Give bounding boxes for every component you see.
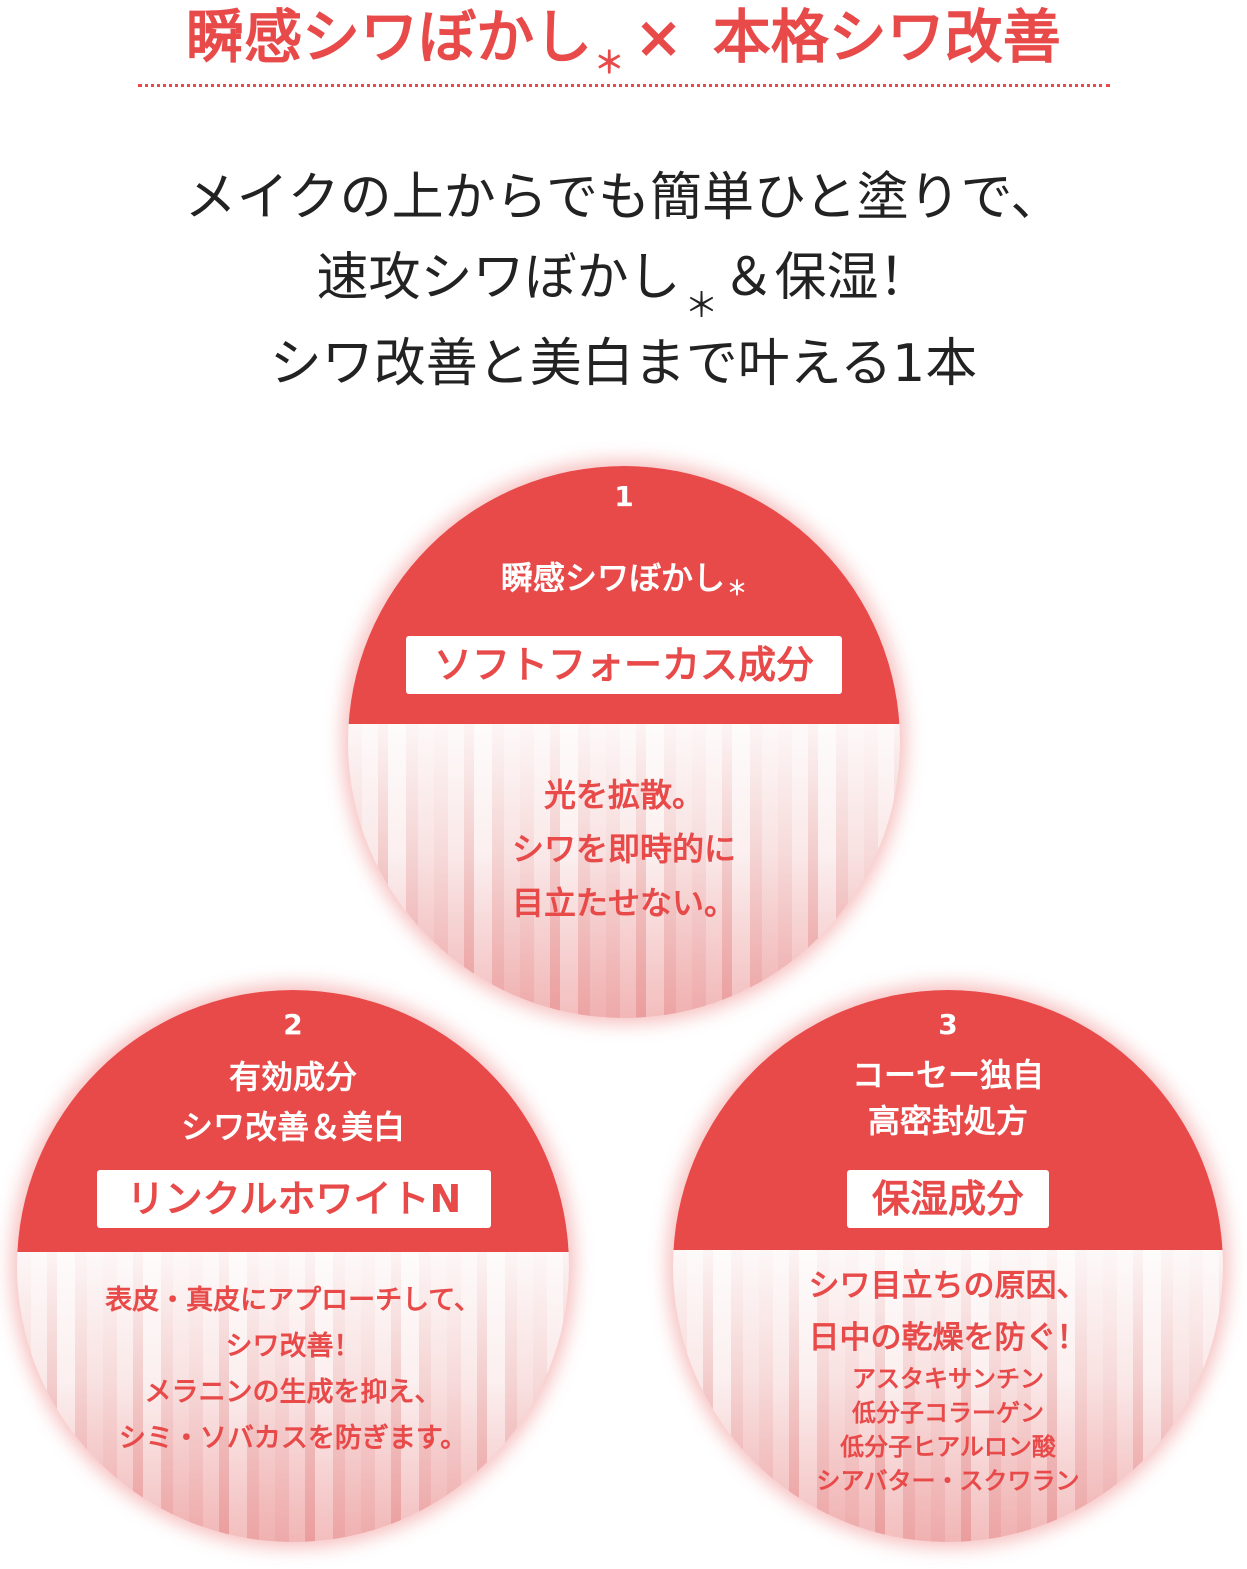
feature-3-desc-line: 日中の乾燥を防ぐ！ — [808, 1320, 1088, 1356]
feature-2-stripes — [17, 1252, 569, 1542]
ingredient-item: 低分子ヒアルロン酸 — [840, 1433, 1056, 1461]
feature-3-label: 保湿成分 — [847, 1170, 1049, 1228]
intro-line-2b: ＆保湿！ — [722, 248, 931, 308]
feature-circle-2: 2 有効成分 シワ改善＆美白 リンクルホワイトN 表皮・真皮にアプローチして、 … — [17, 990, 569, 1542]
intro-line-1: メイクの上からでも簡単ひと塗りで、 — [184, 168, 1063, 228]
intro-asterisk: ＊ — [684, 286, 719, 326]
intro-copy: メイクの上からでも簡単ひと塗りで、 速攻シワぼかし＊＆保湿！ シワ改善と美白まで… — [0, 158, 1247, 404]
intro-line-2a: 速攻シワぼかし — [316, 248, 681, 308]
headline-asterisk: ＊ — [594, 46, 625, 81]
feature-3-stripes — [673, 1250, 1223, 1542]
feature-3-title: コーセー独自 高密封処方 — [673, 1052, 1223, 1144]
feature-1-number: 1 — [614, 480, 634, 513]
headline-part1: 瞬感シワぼかし — [186, 3, 593, 71]
feature-1-description: 光を拡散。 シワを即時的に 目立たせない。 — [348, 768, 900, 930]
ingredient-item: シアバター・スクワラン — [816, 1467, 1080, 1495]
feature-3-desc-line: シワ目立ちの原因、 — [808, 1268, 1088, 1304]
feature-2-desc-line: 表皮・真皮にアプローチして、 — [105, 1285, 481, 1316]
feature-2-desc-line: シミ・ソバカスを防ぎます。 — [118, 1423, 468, 1454]
ingredient-item: アスタキサンチン — [852, 1365, 1044, 1393]
intro-line-3: シワ改善と美白まで叶える1本 — [269, 334, 978, 394]
feature-circle-3: 3 コーセー独自 高密封処方 保湿成分 シワ目立ちの原因、 日中の乾燥を防ぐ！ … — [673, 990, 1223, 1542]
ingredient-item: 低分子コラーゲン — [852, 1399, 1044, 1427]
headline: 瞬感シワぼかし＊ × 本格シワ改善 — [0, 0, 1247, 81]
feature-1-desc-line: シワを即時的に — [511, 830, 736, 868]
feature-3-number: 3 — [938, 1008, 958, 1041]
intro-line-2: 速攻シワぼかし＊＆保湿！ — [0, 238, 1247, 326]
feature-1-title-text: 瞬感シワぼかし — [500, 559, 725, 597]
feature-1-title-asterisk: ＊ — [727, 576, 747, 600]
feature-2-desc-line: シワ改善！ — [225, 1331, 361, 1362]
feature-2-desc-line: メラニンの生成を抑え、 — [144, 1377, 442, 1408]
feature-2-title-line: 有効成分 — [228, 1058, 357, 1096]
headline-part2: 本格シワ改善 — [712, 3, 1061, 71]
feature-2-description: 表皮・真皮にアプローチして、 シワ改善！ メラニンの生成を抑え、 シミ・ソバカス… — [17, 1278, 569, 1462]
feature-2-number: 2 — [283, 1008, 303, 1041]
feature-2-title-line: シワ改善＆美白 — [180, 1108, 405, 1146]
feature-3-title-line: 高密封処方 — [867, 1102, 1028, 1140]
feature-3-description: シワ目立ちの原因、 日中の乾燥を防ぐ！ — [673, 1260, 1223, 1364]
feature-1-label: ソフトフォーカス成分 — [406, 636, 842, 694]
feature-2-label: リンクルホワイトN — [97, 1170, 491, 1228]
feature-3-title-line: コーセー独自 — [851, 1056, 1044, 1094]
feature-3-ingredients: アスタキサンチン 低分子コラーゲン 低分子ヒアルロン酸 シアバター・スクワラン — [673, 1362, 1223, 1498]
feature-1-title: 瞬感シワぼかし＊ — [348, 554, 900, 606]
feature-circle-1: 1 瞬感シワぼかし＊ ソフトフォーカス成分 光を拡散。 シワを即時的に 目立たせ… — [348, 466, 900, 1018]
feature-1-desc-line: 光を拡散。 — [543, 776, 704, 814]
headline-times: × — [634, 3, 683, 71]
feature-1-desc-line: 目立たせない。 — [511, 884, 736, 922]
feature-2-title: 有効成分 シワ改善＆美白 — [17, 1052, 569, 1152]
headline-divider — [138, 84, 1110, 87]
